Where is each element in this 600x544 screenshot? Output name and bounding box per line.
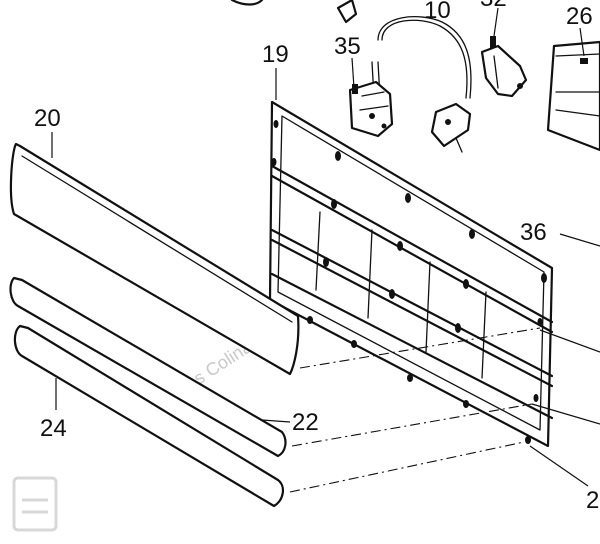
watermark-logo <box>12 476 58 532</box>
part-32-bracket <box>480 36 528 98</box>
callout-20: 20 <box>34 105 61 132</box>
partial-bracket-top <box>230 0 358 24</box>
part-20-upper-cover <box>9 142 300 376</box>
part-35-lock <box>348 80 394 138</box>
callout-labels: 20 19 35 10 32 26 36 22 24 2 <box>34 0 599 514</box>
part-10-cable-assembly <box>371 16 472 99</box>
part-19-grille-frame <box>268 100 554 448</box>
callout-22: 22 <box>292 409 319 436</box>
part-24-lower-trim <box>13 324 284 508</box>
part-22-middle-trim <box>9 276 287 458</box>
callout-32: 32 <box>480 0 507 12</box>
callout-35: 35 <box>334 33 361 60</box>
part-26-side-panel <box>546 40 600 152</box>
callout-2: 2 <box>586 487 599 514</box>
part-10-latch-clip <box>430 102 472 153</box>
callout-26: 26 <box>566 3 593 30</box>
leader-lines <box>51 7 600 487</box>
callout-19: 19 <box>262 41 289 68</box>
assembly-lines <box>289 327 541 493</box>
callout-36: 36 <box>520 219 547 246</box>
grille-holes <box>271 120 547 444</box>
callout-24: 24 <box>40 415 67 442</box>
callout-10: 10 <box>424 0 451 24</box>
